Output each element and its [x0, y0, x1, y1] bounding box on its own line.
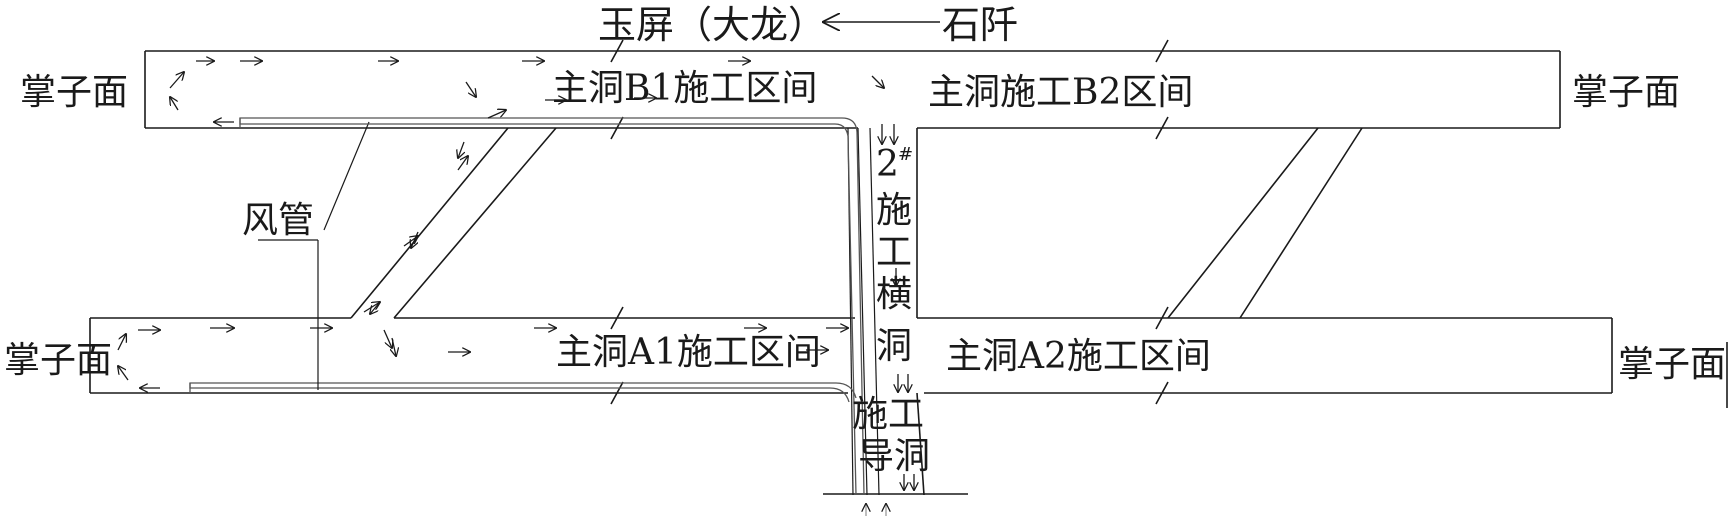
cross-tunnel-char: 洞 [876, 326, 912, 367]
air-duct-label: 风管 [242, 200, 314, 241]
cross-tunnel-number: 2 [876, 144, 899, 185]
airflow-arrow [118, 366, 129, 381]
top-route-label: 玉屏（大龙） [598, 3, 826, 47]
airflow-arrow [117, 334, 126, 351]
main-tunnel-a [89, 306, 1728, 408]
cross-passages [323, 121, 1363, 319]
airflow-arrow [465, 81, 476, 97]
airflow-arrow [457, 156, 468, 171]
section-a1-label: 主洞A1施工区间 [556, 332, 821, 373]
airflow-arrow [363, 302, 380, 313]
face-label-bottom-left: 掌子面 [4, 340, 112, 381]
top-origin-label: 石阡 [942, 3, 1018, 47]
section-b2-label: 主洞施工B2区间 [928, 72, 1193, 113]
airflow-arrow [170, 97, 179, 111]
airflow-arrows [118, 22, 940, 516]
airflow-arrow [871, 75, 884, 88]
airflow-arrow [487, 110, 506, 119]
airflow-arrow [383, 329, 392, 348]
cross-tunnel-number-sup: # [898, 144, 913, 165]
cross-tunnel-char: 施 [876, 190, 912, 231]
face-label-bottom-right: 掌子面 [1618, 344, 1726, 385]
labels: 玉屏（大龙） 石阡 掌子面 掌子面 掌子面 掌子面 主洞B1施工区间 主洞施工B… [4, 3, 1726, 477]
cross-tunnel-char: 工 [876, 232, 912, 273]
air-duct [189, 117, 865, 496]
airflow-arrow [169, 72, 184, 89]
airflow-arrow [458, 141, 464, 158]
face-label-top-right: 掌子面 [1572, 72, 1680, 113]
air-duct-diagonal [323, 121, 370, 231]
section-a2-label: 主洞A2施工区间 [946, 336, 1211, 377]
cross-tunnel-char: 横 [876, 274, 912, 315]
guide-tunnel-label-1: 施工 [852, 394, 924, 435]
main-tunnel-b [144, 39, 1561, 140]
guide-tunnel-label-2: 导洞 [858, 436, 930, 477]
section-b1-label: 主洞B1施工区间 [552, 68, 817, 109]
face-label-top-left: 掌子面 [20, 72, 128, 113]
airflow-arrow [392, 337, 396, 356]
airflow-arrow [403, 236, 418, 247]
